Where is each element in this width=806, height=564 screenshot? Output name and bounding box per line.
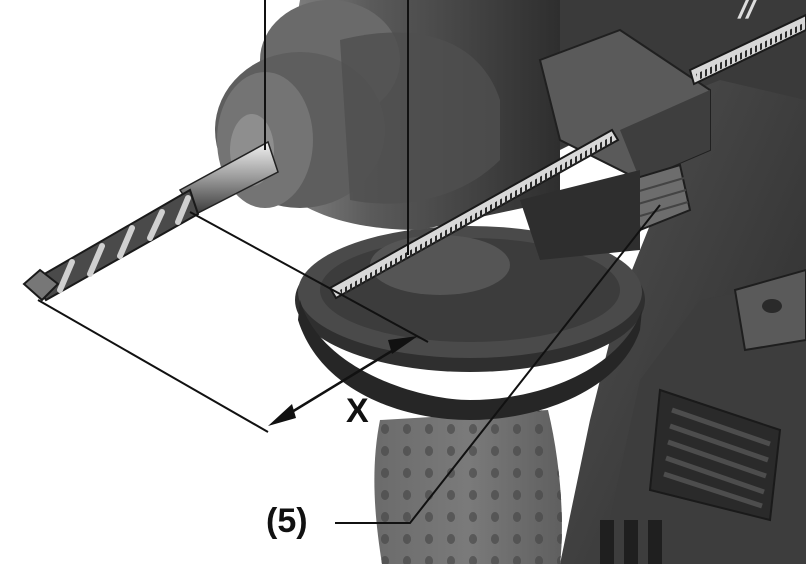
bit-tip (22, 268, 60, 302)
auxiliary-handle (374, 410, 562, 564)
depth-stop-clamp (520, 28, 711, 260)
arrowhead-upper (388, 336, 418, 354)
dimension-arrow-x (268, 336, 418, 426)
extension-line-depth-stop (189, 211, 429, 343)
leader-line-callout-5 (335, 204, 661, 524)
callout-label-5: (5) (266, 502, 308, 540)
leader-lines (37, 0, 661, 524)
dimension-label-x: X (346, 392, 369, 430)
arrowhead-lower (268, 404, 296, 426)
drill-bit (22, 140, 279, 302)
handle-collar (295, 226, 645, 420)
drill-body (560, 0, 806, 564)
depth-stop-rod (328, 13, 806, 300)
extension-line-bit-tip (37, 299, 269, 433)
